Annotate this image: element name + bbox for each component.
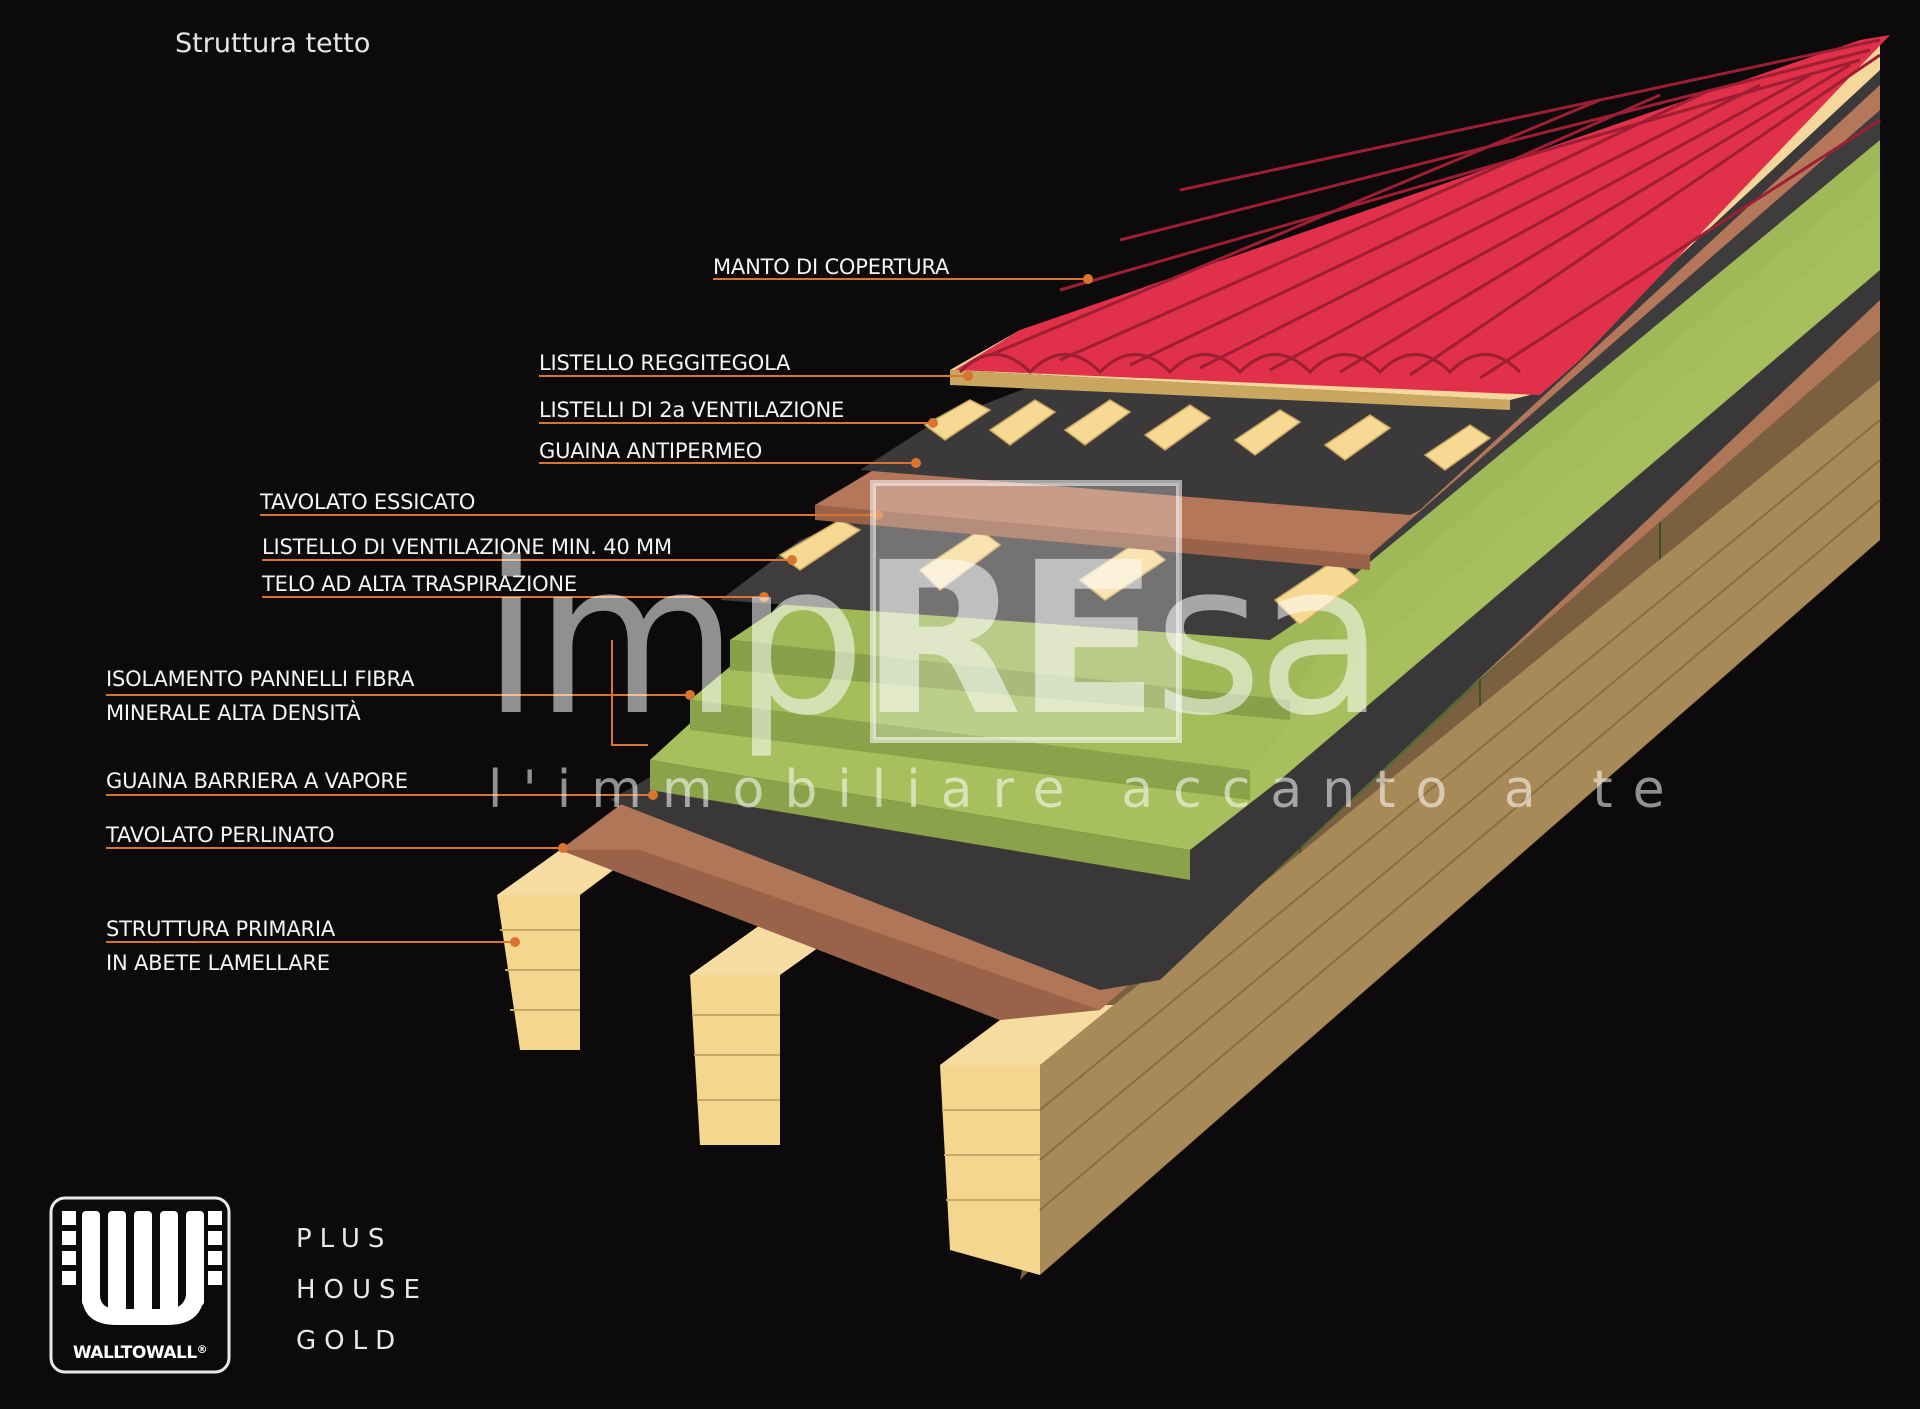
product-line-2: HOUSE [296, 1275, 428, 1305]
layer-manto-copertura [955, 35, 1890, 395]
product-line-3: GOLD [296, 1326, 404, 1356]
page-title: Struttura tetto [175, 28, 371, 59]
label-tavolato-perlinato: TAVOLATO PERLINATO [106, 823, 335, 847]
label-isolamento-line1: ISOLAMENTO PANNELLI FIBRA [106, 667, 415, 691]
label-manto-copertura: MANTO DI COPERTURA [713, 255, 950, 279]
leader-lines [106, 274, 1093, 947]
label-tavolato-essicato: TAVOLATO ESSICATO [260, 490, 476, 514]
layer-listelli-2a-ventilazione [923, 399, 1492, 471]
beam-2-face [690, 975, 780, 1145]
watermark-name: impREsa [482, 517, 1385, 762]
layer-listello-ventilazione [778, 519, 1362, 626]
label-struttura-primaria-line2: IN ABETE LAMELLARE [106, 951, 330, 975]
label-guaina-antipermeo: GUAINA ANTIPERMEO [539, 439, 763, 463]
label-telo-traspirazione: TELO AD ALTA TRASPIRAZIONE [262, 572, 577, 596]
beam-3-side [1040, 380, 1880, 1275]
label-listello-ventilazione: LISTELLO DI VENTILAZIONE MIN. 40 MM [262, 535, 672, 559]
label-listello-reggitegola: LISTELLO REGGITEGOLA [539, 351, 791, 375]
label-guaina-barriera-vapore: GUAINA BARRIERA A VAPORE [106, 769, 408, 793]
beam-3-face [940, 1065, 1040, 1275]
beam-1-face [497, 895, 580, 1050]
label-listelli-2a-ventilazione: LISTELLI DI 2a VENTILAZIONE [539, 398, 845, 422]
walltowall-logo-text: WALLTOWALL® [72, 1343, 208, 1363]
watermark-tagline: l'immobiliare accanto a te [488, 760, 1685, 820]
product-line-1: PLUS [296, 1224, 393, 1254]
primary-beams [497, 380, 1881, 1275]
beam-3-top [940, 1005, 1140, 1065]
walltowall-logo [49, 1196, 231, 1374]
label-isolamento-line2: MINERALE ALTA DENSITÀ [106, 701, 361, 725]
label-struttura-primaria-line1: STRUTTURA PRIMARIA [106, 917, 336, 941]
watermark-box [870, 480, 1182, 743]
